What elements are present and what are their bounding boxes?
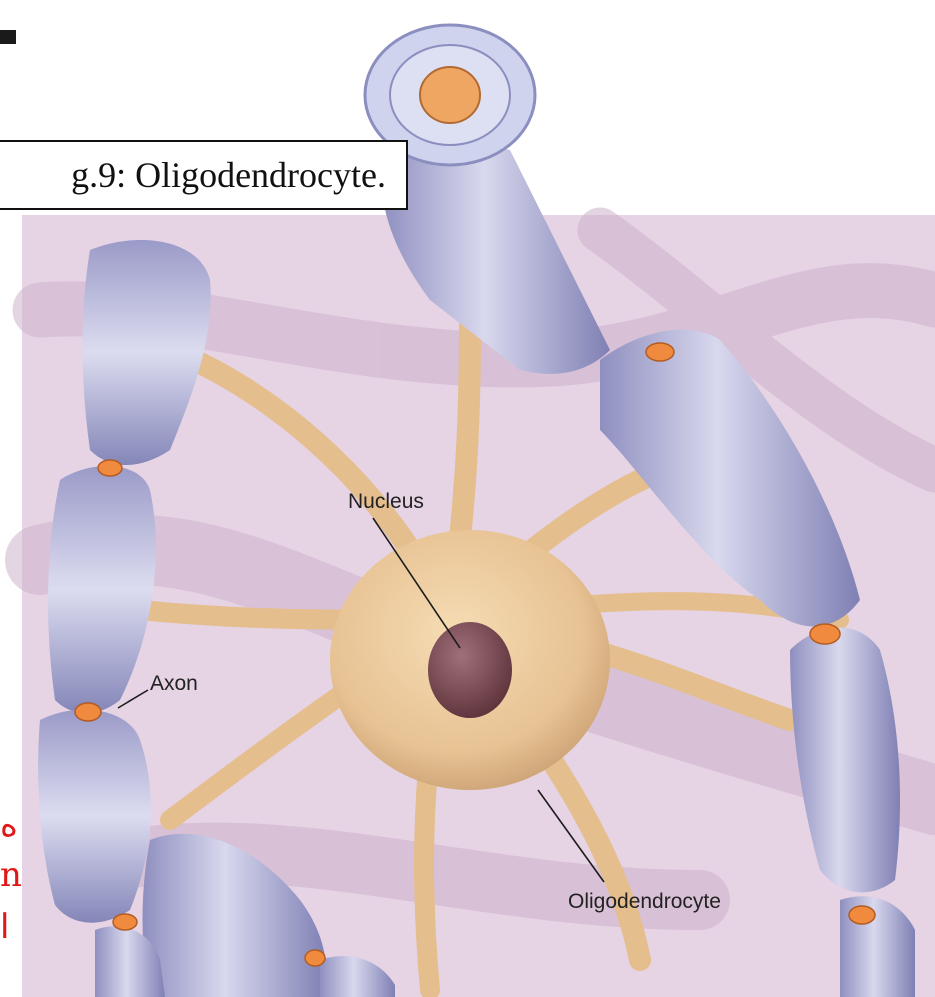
axon-label: Axon: [150, 672, 198, 696]
nucleus-label: Nucleus: [348, 490, 424, 514]
side-text-fragment: n: [0, 858, 22, 892]
figure-caption: g.9: Oligodendrocyte.: [0, 140, 408, 210]
corner-bar: [0, 30, 16, 44]
oligodendrocyte-label: Oligodendrocyte: [568, 890, 721, 914]
side-text-fragment: ه: [0, 808, 18, 842]
nucleus: [428, 622, 512, 718]
figure-caption-text: g.9: Oligodendrocyte.: [71, 154, 386, 196]
side-text-fragment: ا: [0, 910, 9, 944]
